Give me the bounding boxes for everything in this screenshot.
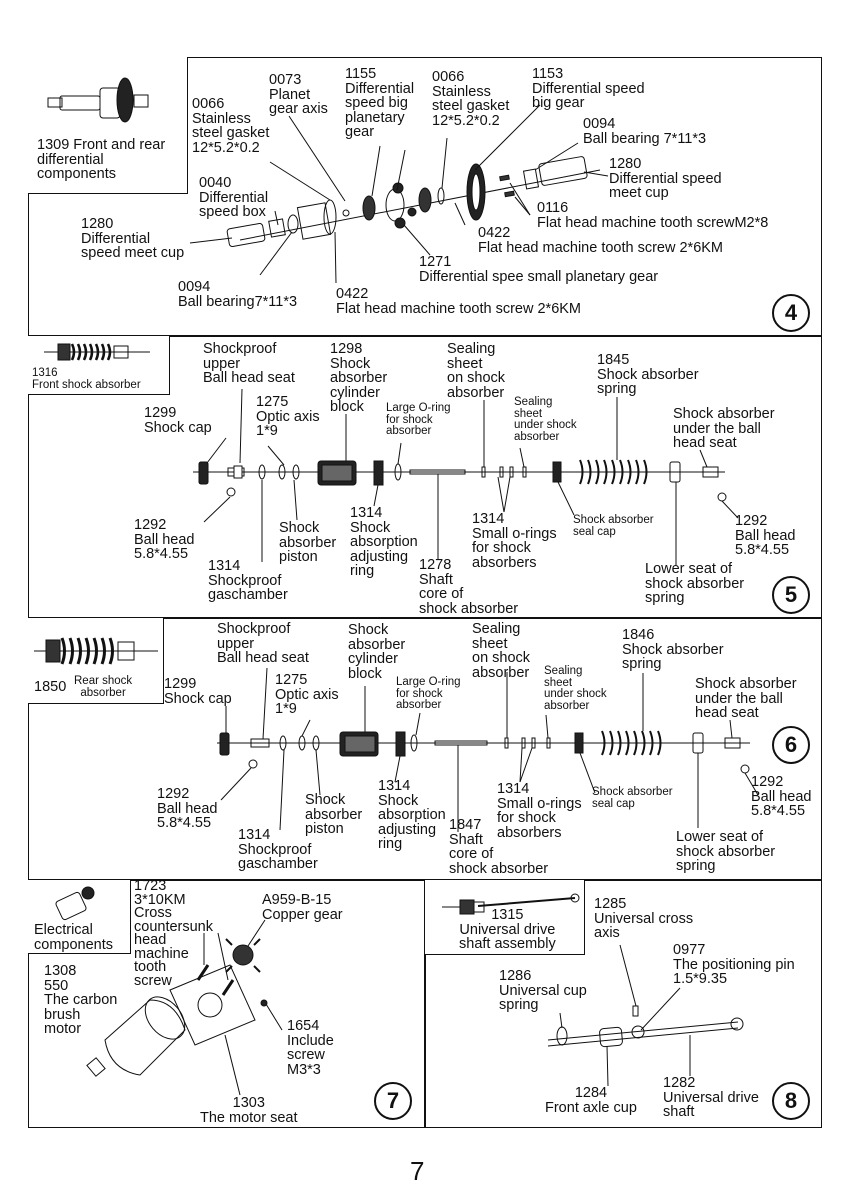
label-lower-seat: Lower seat of shock absorber spring: [645, 561, 745, 606]
label-1314-gaschamber-rear: 1314 Shockproof gaschamber: [238, 827, 318, 872]
label-a959: A959-B-15 Copper gear: [262, 892, 343, 923]
label-1285: 1285 Universal cross axis: [594, 896, 694, 941]
label-seal-cap: Shock absorber seal cap: [573, 514, 654, 538]
step-number-7: 7: [374, 1082, 412, 1120]
step-number-5: 5: [772, 576, 810, 614]
label-1314-orings-rear: 1314 Small o-rings for shock absorbers: [497, 781, 582, 841]
label-1275: 1275 Optic axis 1*9: [256, 394, 320, 439]
label-1298: 1298 Shock absorber cylinder block: [330, 341, 388, 415]
step-number-4: 4: [772, 294, 810, 332]
panel-7-title-box: [28, 880, 131, 954]
label-0094-bottom: 0094 Ball bearing7*11*3: [178, 279, 298, 310]
label-1271: 1271 Differential spee small planetary g…: [419, 254, 659, 285]
label-sealing-under: Sealing sheet under shock absorber: [514, 396, 577, 443]
label-1846: 1846 Shock absorber spring: [622, 627, 724, 672]
label-1723: 1723 3*10KM Cross countersunk head machi…: [134, 878, 213, 989]
label-shockproof-upper: Shockproof upper Ball head seat: [203, 341, 295, 386]
page-number: 7: [410, 1156, 425, 1186]
label-1292-left-rear: 1292 Ball head 5.8*4.55: [157, 786, 218, 831]
label-sealing-on-rear: Sealing sheet on shock absorber: [472, 621, 531, 681]
label-shockproof-upper-rear: Shockproof upper Ball head seat: [217, 621, 309, 666]
label-1284: 1284 Front axle cup: [545, 1085, 637, 1116]
label-1299-rear: 1299 Shock cap: [164, 676, 232, 707]
label-upper-seat: Shock absorber under the ball head seat: [673, 406, 775, 451]
label-1286: 1286 Universal cup spring: [499, 968, 587, 1013]
label-1314-ring-rear: 1314 Shock absorption adjusting ring: [378, 778, 446, 852]
label-1314-gaschamber: 1314 Shockproof gaschamber: [208, 558, 288, 603]
label-0977: 0977 The positioning pin 1.5*9.35: [673, 942, 795, 987]
label-0422-bottom: 0422 Flat head machine tooth screw 2*6KM: [336, 286, 582, 317]
step-number-8: 8: [772, 1082, 810, 1120]
label-1314-orings: 1314 Small o-rings for shock absorbers: [472, 511, 557, 571]
label-0116: 0116 Flat head machine tooth screwM2*8: [537, 200, 769, 231]
label-1278: 1278 Shaft core of shock absorber: [419, 557, 519, 617]
label-1280-right: 1280 Differential speed meet cup: [609, 156, 722, 201]
label-piston-rear: Shock absorber piston: [305, 792, 363, 837]
label-sealing-under-rear: Sealing sheet under shock absorber: [544, 665, 607, 712]
panel-7-title: Electrical components: [34, 922, 113, 953]
label-0066-left: 0066 Stainless steel gasket 12*5.2*0.2: [192, 96, 270, 156]
panel-5-code: 1316: [32, 367, 58, 379]
panel-rear-shock: [28, 618, 822, 880]
label-lower-seat-rear: Lower seat of shock absorber spring: [676, 829, 776, 874]
panel-5-title-box: [28, 336, 170, 395]
label-1280-left: 1280 Differential speed meet cup: [81, 216, 185, 261]
label-large-oring-rear: Large O-ring for shock absorber: [396, 676, 461, 711]
panel-6-title: Rear shock absorber: [74, 675, 133, 699]
label-1292-left: 1292 Ball head 5.8*4.55: [134, 517, 195, 562]
label-1282: 1282 Universal drive shaft: [663, 1075, 759, 1120]
label-piston: Shock absorber piston: [279, 520, 337, 565]
label-1299: 1299 Shock cap: [144, 405, 212, 436]
panel-8-title-box: [425, 880, 585, 955]
panel-8-title: 1315 Universal drive shaft assembly: [459, 907, 556, 952]
label-1308: 1308 550 The carbon brush motor: [44, 963, 118, 1037]
label-1303: 1303 The motor seat: [200, 1095, 298, 1126]
label-1292-right: 1292 Ball head 5.8*4.55: [735, 513, 796, 558]
label-1845: 1845 Shock absorber spring: [597, 352, 699, 397]
label-0073: 0073 Planet gear axis: [269, 72, 328, 117]
label-0422-right: 0422 Flat head machine tooth screw 2*6KM: [478, 225, 724, 256]
label-seal-cap-rear: Shock absorber seal cap: [592, 786, 673, 810]
panel-drive-shaft: [425, 880, 822, 1128]
label-0066-right: 0066 Stainless steel gasket 12*5.2*0.2: [432, 69, 510, 129]
label-1155: 1155 Differential speed big planetary ge…: [345, 66, 415, 140]
label-cylinder-rear: Shock absorber cylinder block: [348, 622, 406, 682]
panel-4-title: 1309 Front and rear differential compone…: [37, 137, 166, 182]
label-0040: 0040 Differential speed box: [199, 175, 269, 220]
panel-differential: [28, 57, 822, 336]
label-0094-top: 0094 Ball bearing 7*11*3: [583, 116, 707, 147]
panel-front-shock: [28, 336, 822, 618]
label-1292-right-rear: 1292 Ball head 5.8*4.55: [751, 774, 812, 819]
label-large-oring: Large O-ring for shock absorber: [386, 402, 451, 437]
label-1275-rear: 1275 Optic axis 1*9: [275, 672, 339, 717]
label-1153: 1153 Differential speed big gear: [532, 66, 645, 111]
panel-6-code: 1850: [34, 679, 67, 695]
panel-4-title-box: [28, 57, 188, 194]
label-1847: 1847 Shaft core of shock absorber: [449, 817, 549, 877]
label-sealing-on: Sealing sheet on shock absorber: [447, 341, 506, 401]
step-number-6: 6: [772, 726, 810, 764]
panel-5-title: Front shock absorber: [32, 379, 141, 391]
label-upper-seat-rear: Shock absorber under the ball head seat: [695, 676, 797, 721]
label-1654: 1654 Include screw M3*3: [287, 1018, 334, 1078]
panel-electrical: [28, 880, 425, 1128]
label-1314-ring: 1314 Shock absorption adjusting ring: [350, 505, 418, 579]
